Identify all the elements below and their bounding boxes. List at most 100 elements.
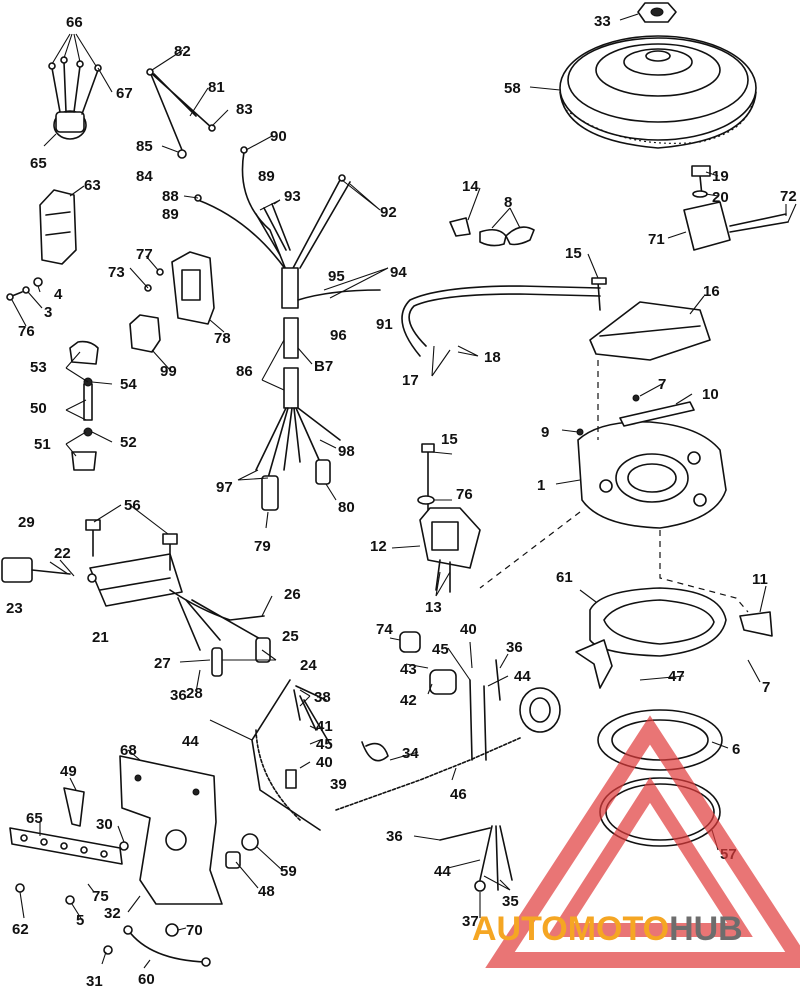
sensor-71 (683, 165, 789, 251)
callout: 24 (300, 657, 317, 674)
callout: 41 (316, 718, 333, 735)
callout: 30 (96, 816, 113, 833)
callout: 16 (703, 283, 720, 300)
callout: 17 (402, 372, 419, 389)
leader-lines (11, 13, 797, 969)
callout: 54 (120, 376, 137, 393)
wire-82-85 (146, 68, 216, 159)
callout: 8 (504, 194, 512, 211)
callout: 47 (668, 668, 685, 685)
callout: 70 (186, 922, 203, 939)
bolts-56 (85, 519, 178, 571)
callout: 38 (314, 689, 331, 706)
callout: 44 (182, 733, 199, 750)
callout: 88 (162, 188, 179, 205)
callout: 36 (386, 828, 403, 845)
callout: 72 (780, 188, 797, 205)
callout-numbers: 1 3 4 5 6 7 7 8 9 10 11 12 13 14 15 15 1… (6, 13, 797, 989)
harness-36-45 (251, 679, 331, 831)
watermark-text: AUTOMOTOHUB (472, 910, 743, 948)
callout: 29 (18, 514, 35, 531)
power-pack (1, 553, 271, 677)
callout: 33 (594, 13, 611, 30)
callout: 71 (648, 231, 665, 248)
callout: 14 (462, 178, 479, 195)
callout: 91 (376, 316, 393, 333)
callout: 83 (236, 101, 253, 118)
callout: 66 (66, 14, 83, 31)
callout: 22 (54, 545, 71, 562)
callout: 92 (380, 204, 397, 221)
coil-12 (417, 443, 481, 593)
callout: 63 (84, 177, 101, 194)
callout: 21 (92, 629, 109, 646)
clip-11 (739, 611, 773, 637)
callout: 49 (60, 763, 77, 780)
callout: 27 (154, 655, 171, 672)
coil-with-leads (48, 56, 102, 140)
callout: 36 (170, 687, 187, 704)
callout: 97 (216, 479, 233, 496)
callout: 82 (174, 43, 191, 60)
callout: 15 (441, 431, 458, 448)
boots-8-14 (449, 217, 535, 247)
callout: 75 (92, 888, 109, 905)
flywheel (559, 35, 757, 149)
callout: 44 (434, 863, 451, 880)
terminal-block-65 (9, 827, 123, 865)
callout: 89 (258, 168, 275, 185)
callout: 86 (236, 363, 253, 380)
callout: 85 (136, 138, 153, 155)
callout: 37 (462, 913, 479, 930)
callout: 7 (762, 679, 770, 696)
callout: 20 (712, 189, 729, 206)
sensor-16 (589, 277, 711, 361)
callout: 39 (330, 776, 347, 793)
callout: 45 (432, 641, 449, 658)
boot-51 (71, 451, 97, 471)
callout: 65 (30, 155, 47, 172)
callout: 58 (504, 80, 521, 97)
callout: 18 (484, 349, 501, 366)
callout: 5 (76, 912, 84, 929)
callout: 15 (565, 245, 582, 262)
bracket-68 (119, 755, 223, 905)
block-99 (129, 314, 161, 353)
callout: 56 (124, 497, 141, 514)
callout: 10 (702, 386, 719, 403)
callout: 32 (104, 905, 121, 922)
callout: B7 (314, 358, 333, 375)
callout: 40 (316, 754, 333, 771)
callout: 11 (752, 571, 768, 588)
callout: 12 (370, 538, 387, 555)
plate-61 (575, 587, 727, 689)
callout: 68 (120, 742, 137, 759)
clip-49 (63, 787, 85, 827)
callout: 50 (30, 400, 47, 417)
callout: 26 (284, 586, 301, 603)
terminal-50 (83, 377, 93, 437)
callout: 1 (537, 477, 545, 494)
callout: 99 (160, 363, 177, 380)
boot-53 (69, 340, 99, 365)
callout: 13 (425, 599, 442, 616)
callout: 89 (162, 206, 179, 223)
callout: 44 (514, 668, 531, 685)
watermark-part2: HUB (669, 910, 743, 948)
callout: 35 (502, 893, 519, 910)
callout: 78 (214, 330, 231, 347)
callout: 93 (284, 188, 301, 205)
callout: 45 (316, 736, 333, 753)
callout: 23 (6, 600, 23, 617)
callout: 25 (282, 628, 299, 645)
callout: 94 (390, 264, 407, 281)
cable-17-18 (401, 285, 601, 357)
switch-78 (144, 251, 215, 325)
callout: 7 (658, 376, 666, 393)
callout: 79 (254, 538, 271, 555)
clip-64 (361, 741, 389, 762)
callout: 84 (136, 168, 153, 185)
callout: 96 (330, 327, 347, 344)
callout: 73 (108, 264, 125, 281)
